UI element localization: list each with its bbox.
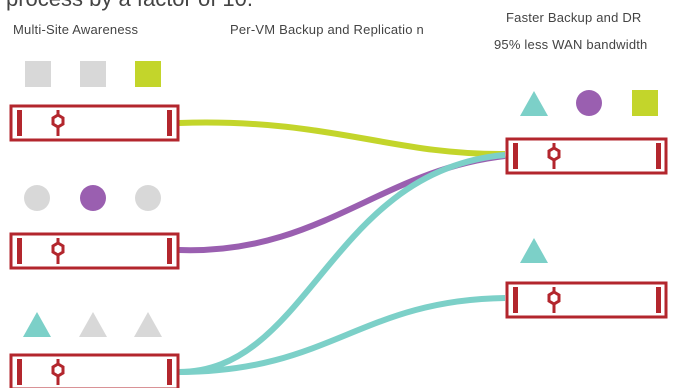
wan-bandwidth-label: 95% less WAN bandwidth (494, 37, 648, 52)
per-vm-backup-label: Per-VM Backup and Replicatio n (230, 22, 424, 37)
server-appliance-2 (9, 232, 180, 270)
teal-triangle-right (520, 91, 548, 116)
hex-nut-icon (547, 146, 561, 162)
server-appliance-3 (9, 353, 180, 388)
green-square-right (632, 90, 658, 116)
purple-circle (80, 185, 106, 211)
green-square (135, 61, 161, 87)
gray-triangle-2 (134, 312, 162, 337)
teal-triangle (23, 312, 51, 337)
teal-triangle-right-lower (520, 238, 548, 263)
hex-nut-icon (547, 290, 561, 306)
server-appliance-1 (9, 104, 180, 142)
teal-connection-line-upper (178, 152, 506, 375)
hex-nut-icon (51, 241, 65, 257)
hex-nut-icon (51, 362, 65, 378)
server-appliance-right-2 (505, 281, 668, 319)
green-connection-line (178, 119, 506, 158)
purple-connection-line (178, 153, 506, 254)
gray-square-1 (25, 61, 51, 87)
gray-square-2 (80, 61, 106, 87)
gray-circle-2 (135, 185, 161, 211)
purple-circle-right (576, 90, 602, 116)
gray-circle-1 (24, 185, 50, 211)
top-partial-heading: process by a factor of 10. (6, 0, 253, 12)
faster-backup-label: Faster Backup and DR (506, 10, 642, 25)
teal-connection-line-lower (178, 295, 506, 375)
server-appliance-right-1 (505, 137, 668, 175)
multi-site-awareness-label: Multi-Site Awareness (13, 22, 139, 37)
hex-nut-icon (51, 113, 65, 129)
gray-triangle-1 (79, 312, 107, 337)
